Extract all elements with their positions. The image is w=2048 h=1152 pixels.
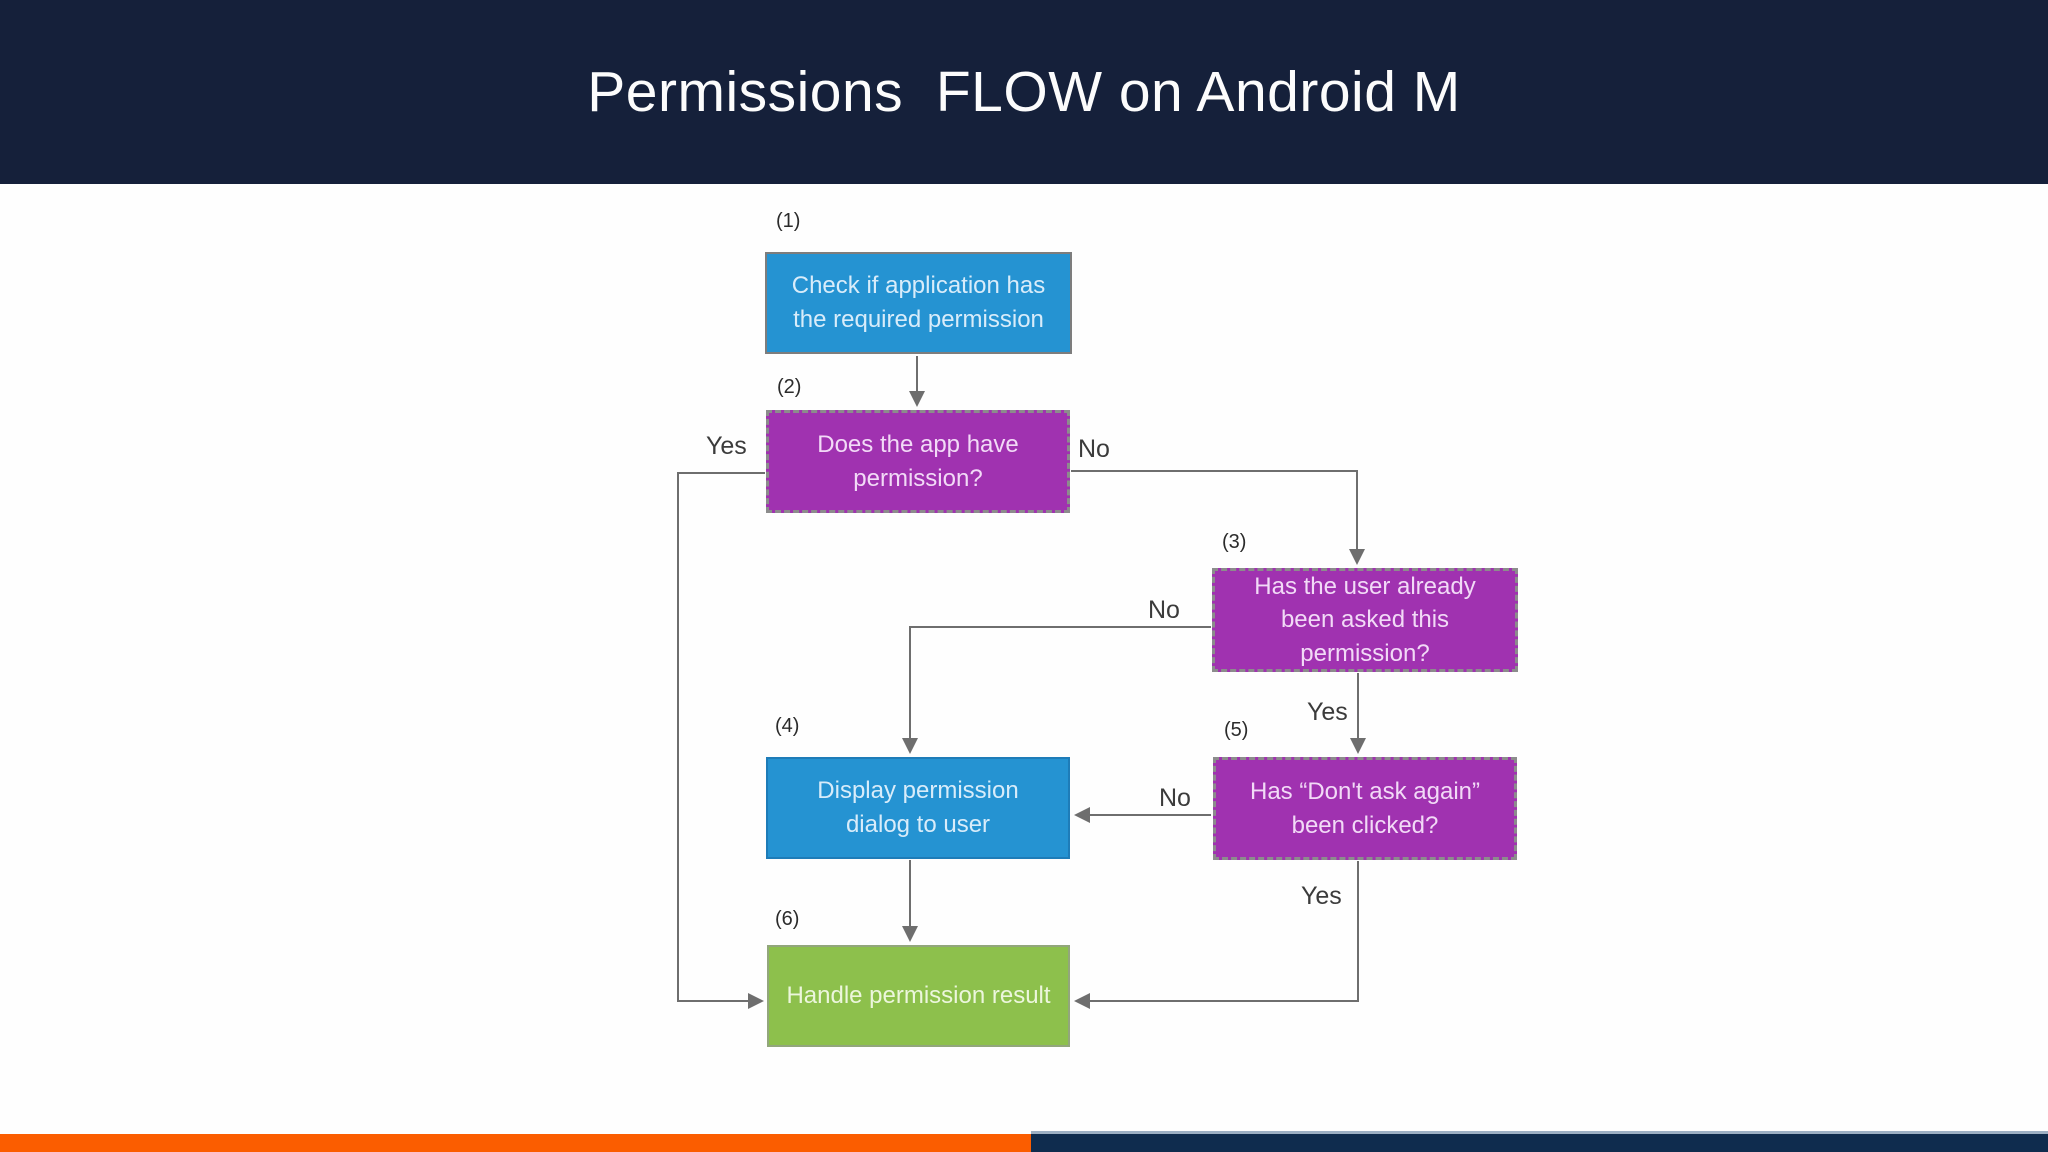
flow-node-handle-result: Handle permission result xyxy=(767,945,1070,1047)
flow-node-already-asked-label: Has the user already been asked this per… xyxy=(1254,572,1476,667)
footer-accent-bar-orange xyxy=(0,1134,1031,1152)
step-number-4: (4) xyxy=(775,715,800,737)
step-number-2: (2) xyxy=(777,376,802,398)
flow-node-display-dialog-label: Display permission dialog to user xyxy=(817,777,1019,838)
edge-label-box2-yes: Yes xyxy=(706,432,747,460)
edge-label-box2-no: No xyxy=(1078,435,1110,463)
flow-node-already-asked: Has the user already been asked this per… xyxy=(1212,568,1518,672)
edge-label-box5-no: No xyxy=(1159,784,1191,812)
flow-node-display-dialog: Display permission dialog to user xyxy=(766,757,1070,859)
step-number-1: (1) xyxy=(776,210,801,232)
edge-haspermission-no-to-alreadyasked xyxy=(1071,470,1365,565)
step-number-5: (5) xyxy=(1224,719,1249,741)
slide-title: Permissions FLOW on Android M xyxy=(587,60,1461,124)
edge-label-box3-yes: Yes xyxy=(1307,698,1348,726)
flow-node-check-permission-label: Check if application has the required pe… xyxy=(791,272,1046,333)
edge-label-box3-no: No xyxy=(1148,596,1180,624)
flow-node-check-permission: Check if application has the required pe… xyxy=(765,252,1072,354)
edge-haspermission-yes-to-handle xyxy=(677,472,765,1009)
flow-node-does-app-have-permission-label: Does the app have permission? xyxy=(817,430,1019,492)
flow-node-dont-ask-again: Has “Don't ask again” been clicked? xyxy=(1213,757,1517,860)
flow-node-handle-result-label: Handle permission result xyxy=(786,982,1051,1010)
flow-node-dont-ask-again-label: Has “Don't ask again” been clicked? xyxy=(1249,777,1480,839)
flow-node-does-app-have-permission: Does the app have permission? xyxy=(766,410,1070,513)
step-number-6: (6) xyxy=(775,908,800,930)
header-band: Permissions FLOW on Android M xyxy=(0,0,2048,184)
edge-label-box5-yes: Yes xyxy=(1301,882,1342,910)
step-number-3: (3) xyxy=(1222,531,1247,553)
edge-alreadyasked-no-to-dialog xyxy=(902,626,1211,754)
footer-accent-bar-navy xyxy=(1031,1131,2048,1152)
